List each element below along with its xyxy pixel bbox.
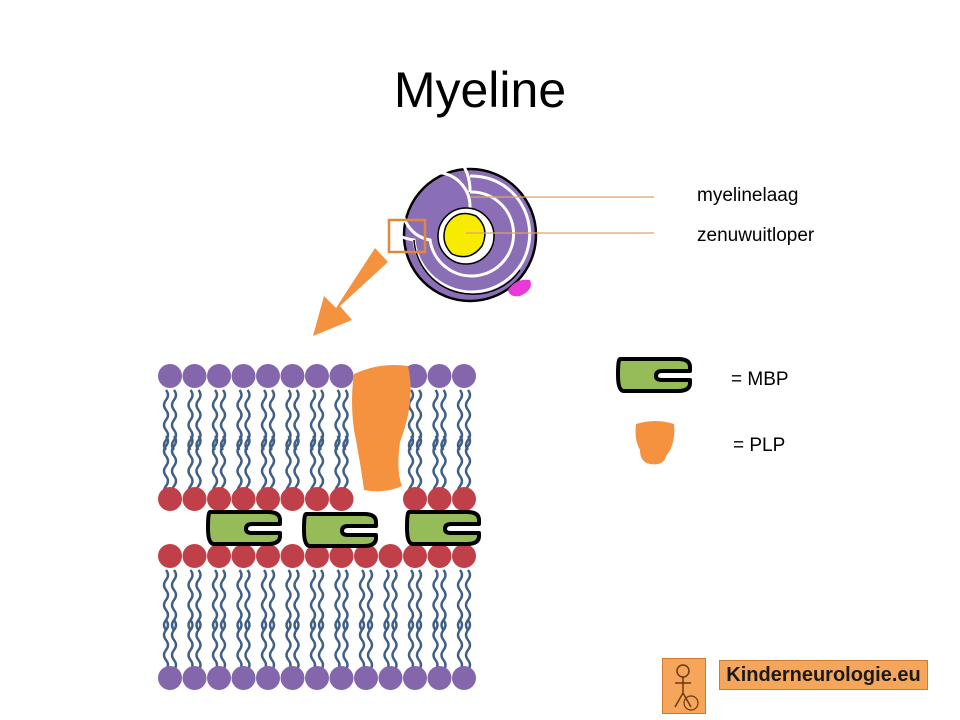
logo-text: Kinderneurologie.eu: [719, 660, 928, 690]
mbp-protein-1: [206, 510, 282, 546]
lipid-head-outer: [158, 666, 182, 690]
lipid-head-inner: [182, 487, 207, 511]
lipid-head-inner: [256, 487, 280, 511]
legend-plp-label: = PLP: [733, 435, 786, 456]
zoom-box: [387, 218, 427, 254]
lipid-head-outer: [378, 666, 403, 690]
lipid-head-outer: [403, 666, 427, 690]
lipid-head-outer: [256, 666, 280, 690]
lipid-head-inner: [427, 544, 452, 568]
lipid-head-outer: [305, 666, 329, 690]
lipid-head-inner: [280, 544, 305, 568]
lipid-head-inner: [256, 544, 280, 568]
legend-plp-icon: [635, 421, 675, 465]
legend-mbp-label: = MBP: [731, 369, 789, 390]
lipid-head-inner: [329, 544, 354, 568]
lipid-head-outer: [280, 364, 305, 388]
mbp-protein-3: [405, 510, 481, 546]
lipid-head-inner: [207, 487, 231, 511]
label-axon: zenuwuitloper: [697, 225, 815, 246]
lipid-head-outer: [182, 364, 207, 388]
lipid-head-inner: [452, 487, 476, 511]
lipid-head-outer: [280, 666, 305, 690]
label-myelin-layer: myelinelaag: [697, 185, 799, 206]
lipid-head-outer: [182, 666, 207, 690]
lipid-head-outer: [329, 666, 354, 690]
lipid-head-inner: [305, 487, 329, 511]
lipid-head-inner: [305, 544, 329, 568]
lipid-head-inner: [378, 544, 403, 568]
lipid-head-outer: [452, 666, 476, 690]
child-figure-icon: [662, 658, 706, 714]
lipid-bilayer-lower: [158, 544, 476, 690]
lipid-head-inner: [452, 544, 476, 568]
lipid-head-inner: [403, 544, 427, 568]
page-title: Myeline: [393, 62, 567, 118]
lipid-head-outer: [329, 364, 354, 388]
lipid-head-outer: [231, 364, 256, 388]
legend-mbp-icon: [616, 357, 692, 393]
nucleus-shape: [508, 279, 531, 297]
lipid-head-outer: [231, 666, 256, 690]
lipid-head-outer: [427, 364, 452, 388]
lipid-head-outer: [207, 666, 231, 690]
lipid-head-inner: [280, 487, 305, 511]
lipid-head-outer: [158, 364, 182, 388]
lipid-head-outer: [305, 364, 329, 388]
lipid-head-inner: [354, 544, 378, 568]
lipid-head-inner: [427, 487, 452, 511]
lipid-head-outer: [207, 364, 231, 388]
lipid-head-inner: [182, 544, 207, 568]
lipid-head-inner: [403, 487, 427, 511]
lipid-bilayer-upper: [158, 364, 476, 511]
lipid-head-inner: [231, 544, 256, 568]
lipid-head-inner: [207, 544, 231, 568]
plp-protein: [352, 365, 411, 492]
lipid-head-outer: [354, 666, 378, 690]
lipid-head-inner: [158, 487, 182, 511]
lipid-head-inner: [329, 487, 354, 511]
zoom-arrow-icon: [313, 248, 388, 336]
lipid-head-outer: [256, 364, 280, 388]
lipid-head-outer: [427, 666, 452, 690]
lipid-head-inner: [158, 544, 182, 568]
mbp-protein-2: [302, 512, 378, 548]
nerve-cross-section: [368, 138, 538, 303]
axon-shape: [443, 212, 486, 258]
lipid-head-inner: [231, 487, 256, 511]
lipid-head-outer: [452, 364, 476, 388]
